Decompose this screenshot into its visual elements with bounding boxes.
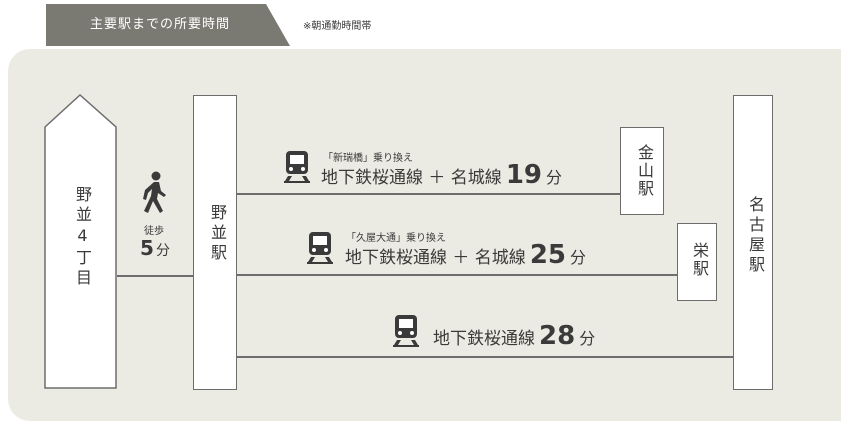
route-1-minutes: 19 xyxy=(505,160,542,190)
walk-minutes: 5 xyxy=(140,236,154,260)
route-line-kanayama xyxy=(237,193,620,195)
route-3: 地下鉄桜通線 28 分 xyxy=(433,323,595,349)
station-kanayama xyxy=(620,127,664,215)
station-nagoya-label: 名古屋駅 xyxy=(746,196,765,276)
origin-marker xyxy=(44,94,117,389)
walk-label: 徒歩 xyxy=(144,226,164,237)
station-kanayama-label: 金山駅 xyxy=(635,144,654,198)
time-note: ※朝通勤時間帯 xyxy=(303,21,372,32)
route-1-transfer: 「新瑞橋」乗り換え xyxy=(323,153,413,164)
route-3-unit: 分 xyxy=(579,329,596,348)
walk-unit: 分 xyxy=(155,243,170,259)
route-line-nagoya xyxy=(237,356,733,358)
route-1-unit: 分 xyxy=(546,168,563,187)
route-2-lines: 地下鉄桜通線 ＋ 名城線 xyxy=(345,248,526,268)
route-2-transfer: 「久屋大通」乗り換え xyxy=(346,233,446,244)
station-nonami xyxy=(193,95,237,390)
route-1-lines: 地下鉄桜通線 ＋ 名城線 xyxy=(321,168,502,188)
train-icon xyxy=(393,315,419,347)
walk-connector xyxy=(117,275,193,277)
station-sakae-label: 栄駅 xyxy=(690,242,709,278)
header-tab-shape xyxy=(46,4,290,46)
station-nagoya xyxy=(733,95,773,390)
page-title: 主要駅までの所要時間 xyxy=(89,17,230,32)
route-2: 地下鉄桜通線 ＋ 名城線 25 分 xyxy=(345,242,586,268)
route-line-sakae xyxy=(237,274,677,276)
header-tab: 主要駅までの所要時間 xyxy=(46,4,290,46)
route-2-minutes: 25 xyxy=(529,240,566,270)
train-icon xyxy=(307,232,333,264)
station-nonami-label: 野並駅 xyxy=(208,204,227,264)
train-icon xyxy=(284,151,310,183)
route-3-lines: 地下鉄桜通線 xyxy=(433,329,535,349)
route-1: 地下鉄桜通線 ＋ 名城線 19 分 xyxy=(321,162,562,188)
walking-person-icon xyxy=(143,171,166,213)
station-sakae xyxy=(677,223,717,301)
origin-label: 野並4丁目 xyxy=(73,186,92,289)
route-2-unit: 分 xyxy=(570,248,587,267)
route-3-minutes: 28 xyxy=(539,321,576,351)
